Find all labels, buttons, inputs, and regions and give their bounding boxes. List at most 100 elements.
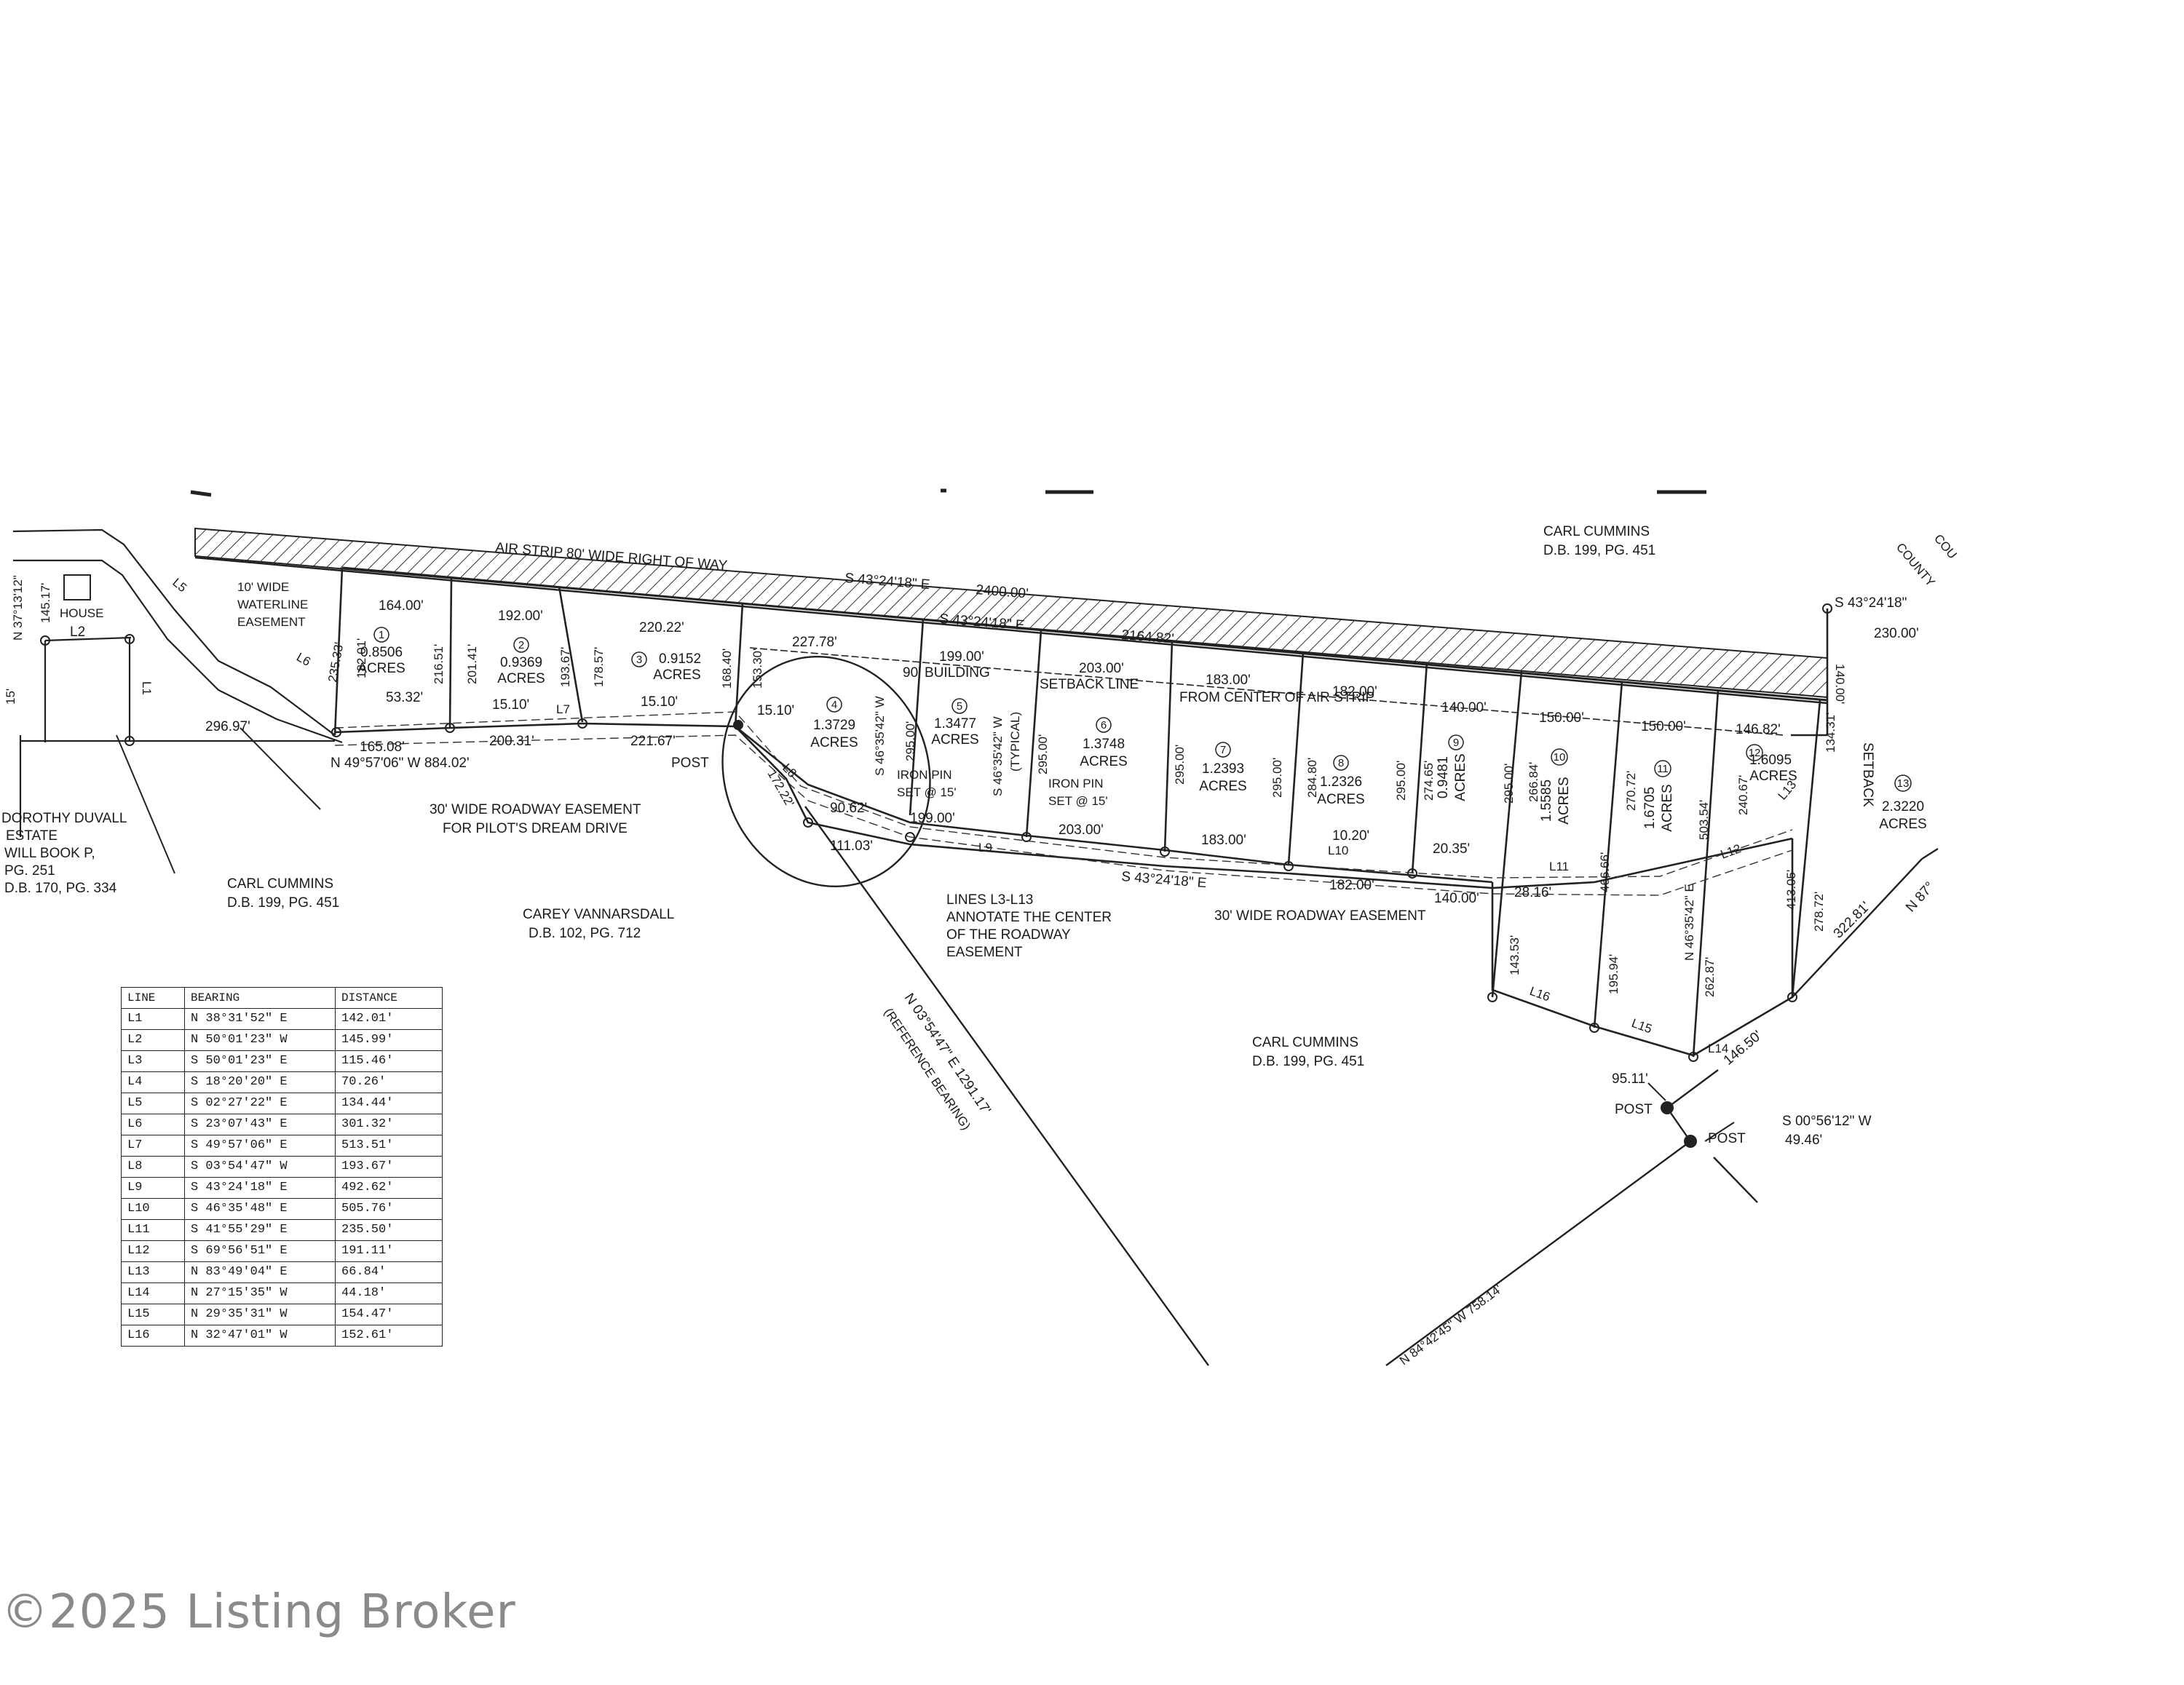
lot-7-acres: 1.2393 — [1202, 761, 1244, 777]
distance-cell: 193.67' — [335, 1156, 443, 1178]
col-bearing: BEARING — [184, 987, 336, 1009]
roadway-easement-label-1: 30' WIDE ROADWAY EASEMENT — [430, 802, 641, 817]
lot-10-acres: 1.5585 — [1539, 780, 1554, 822]
bearing-cell: S 03°54'47" W — [184, 1156, 336, 1178]
col-line: LINE — [121, 987, 185, 1009]
distance-cell: 142.01' — [335, 1008, 443, 1030]
setback-vertical-label: SETBACK — [1860, 742, 1875, 807]
owner-carl-bottom-2: D.B. 199, PG. 451 — [1252, 1054, 1364, 1069]
bearing-n8442: N 84°42'45" W 758.14' — [1397, 1282, 1505, 1368]
dim-466-66: 466.66' — [1598, 852, 1612, 892]
owner-duvall-3: WILL BOOK P, — [4, 846, 95, 861]
line-id-cell: L2 — [121, 1029, 185, 1051]
post-marker — [1661, 1101, 1674, 1114]
post-marker — [1684, 1135, 1697, 1148]
bearing-cell: S 41°55'29" E — [184, 1219, 336, 1241]
lot-3-circle — [631, 651, 647, 667]
distance-cell: 134.44' — [335, 1093, 443, 1114]
dim-side-295-d: 295.00' — [1270, 758, 1284, 798]
dim-53-32: 53.32' — [386, 690, 423, 705]
dim-183-00: 183.00' — [1201, 833, 1246, 848]
iron-pin-label-1b: SET @ 15' — [897, 785, 957, 799]
dim-413-05: 413.05' — [1784, 870, 1798, 910]
dim-side-193-67: 193.67' — [558, 647, 572, 687]
lot-9-circle — [1448, 734, 1464, 750]
lot-4-circle — [826, 697, 842, 713]
lines-note-3: OF THE ROADWAY — [946, 927, 1071, 943]
dim-side-140: 140.00' — [1833, 664, 1847, 704]
dim-side-266-84: 266.84' — [1527, 762, 1540, 802]
lot-10-circle — [1551, 748, 1568, 766]
iron-pin-label-2b: SET @ 15' — [1048, 794, 1108, 808]
distance-cell: 513.51' — [335, 1135, 443, 1157]
line-id-cell: L15 — [121, 1304, 185, 1325]
lot-2-circle — [513, 637, 529, 653]
post-label-2: POST — [1615, 1102, 1653, 1117]
lot-2-acres: 0.9369 — [500, 655, 542, 670]
dim-15-10-c: 15.10' — [757, 703, 794, 718]
dim-top-lot1: 164.00' — [379, 598, 424, 614]
building-setback-1: 90' BUILDING — [903, 665, 990, 681]
lot-12-circle — [1746, 744, 1763, 761]
iron-pin-label-2: IRON PIN — [1048, 777, 1104, 790]
line-id-cell: L12 — [121, 1240, 185, 1262]
dim-111-03: 111.03' — [830, 838, 873, 854]
distance-cell: 66.84' — [335, 1261, 443, 1283]
county-label-1: COU — [1931, 531, 1960, 561]
distance-cell: 492.62' — [335, 1177, 443, 1199]
dim-199-00: 199.00' — [910, 811, 955, 826]
bearing-cell: N 50°01'23" W — [184, 1029, 336, 1051]
lot-1-circle — [373, 627, 389, 643]
line-id-cell: L11 — [121, 1219, 185, 1241]
lot-7-unit: ACRES — [1199, 779, 1246, 794]
bearing-n3713: N 37°13'12" — [11, 575, 25, 641]
dim-203-00: 203.00' — [1059, 822, 1104, 838]
leader-arrows — [116, 727, 1735, 1142]
line-mark-L14: L14 — [1708, 1042, 1728, 1055]
bearing-n4635: N 46°35'42" E — [1682, 884, 1696, 961]
post-marker — [733, 720, 743, 730]
lot-7-num: 7 — [1220, 744, 1226, 756]
line-id-cell: L16 — [121, 1325, 185, 1347]
waterline-label-1: 10' WIDE — [237, 580, 289, 594]
bearing-s0056: S 00°56'12" W — [1782, 1114, 1872, 1129]
dim-10-20: 10.20' — [1332, 828, 1369, 844]
bearing-typical: S 46°35'42" W — [991, 716, 1005, 796]
bearing-cell: S 50°01'23" E — [184, 1050, 336, 1072]
dim-200-31: 200.31' — [489, 734, 534, 749]
waterline-label-2: WATERLINE — [237, 598, 308, 611]
lot-10-unit: ACRES — [1556, 777, 1572, 824]
lot-11-num: 11 — [1657, 763, 1669, 775]
dim-top-lot3: 220.22' — [639, 620, 684, 635]
lot-12-acres: 1.6095 — [1749, 753, 1792, 768]
dim-side-201-41: 201.41' — [465, 644, 479, 684]
lot-9-num: 9 — [1453, 737, 1459, 749]
bearing-lot4: S 46°35'42" W — [873, 696, 887, 776]
dist-14517: 145.17' — [39, 583, 52, 623]
dim-top-lot6: 203.00' — [1079, 661, 1124, 676]
dist-4946: 49.46' — [1785, 1133, 1822, 1148]
lines-note-2: ANNOTATE THE CENTER — [946, 910, 1112, 925]
lot-7-circle — [1215, 742, 1231, 758]
lot-13-acres: 2.3220 — [1882, 799, 1924, 814]
line-mark-L16: L16 — [1528, 984, 1552, 1004]
line-mark-L15: L15 — [1630, 1016, 1654, 1036]
dim-side-240-67: 240.67' — [1736, 775, 1750, 815]
bearing-cell: N 83°49'04" E — [184, 1261, 336, 1283]
lot-2-unit: ACRES — [497, 671, 545, 686]
lot-4-highlight-circle — [721, 656, 931, 887]
roadway-easement-lines — [334, 711, 1793, 896]
iron-pin-label-1: IRON PIN — [897, 768, 952, 782]
lot-11-unit: ACRES — [1660, 784, 1675, 831]
roadway-easement-label-2: FOR PILOT'S DREAM DRIVE — [443, 821, 628, 836]
dim-15-10-b: 15.10' — [641, 694, 678, 710]
building-setback-2: SETBACK LINE — [1040, 677, 1139, 692]
